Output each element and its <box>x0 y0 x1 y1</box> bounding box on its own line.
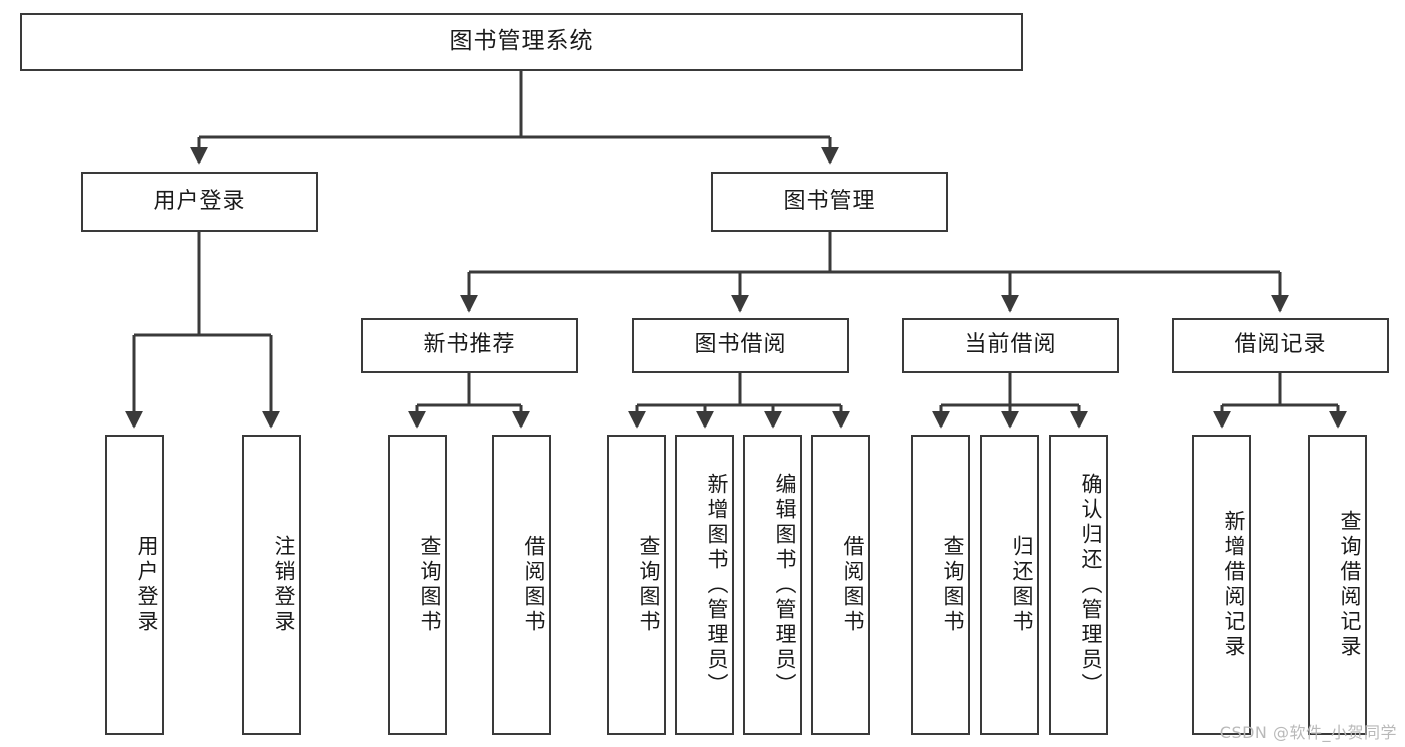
node-book-borrow[interactable]: 图书借阅 <box>632 318 849 373</box>
node-label: 图书借阅 <box>694 332 787 358</box>
node-label: 查询图书 <box>941 535 965 635</box>
leaf-borrow-edit-book[interactable]: 编辑图书（管理员） <box>743 435 802 735</box>
node-user-login[interactable]: 用户登录 <box>81 172 318 232</box>
node-label: 新增图书（管理员） <box>705 472 729 698</box>
node-label: 编辑图书（管理员） <box>773 472 797 698</box>
node-label: 查询借阅记录 <box>1338 510 1362 660</box>
node-label: 注销登录 <box>272 535 296 635</box>
leaf-current-confirm-return[interactable]: 确认归还（管理员） <box>1049 435 1108 735</box>
node-current-borrow[interactable]: 当前借阅 <box>902 318 1119 373</box>
node-label: 查询图书 <box>637 535 661 635</box>
leaf-records-query[interactable]: 查询借阅记录 <box>1308 435 1367 735</box>
node-label: 图书管理 <box>783 188 876 214</box>
leaf-current-return[interactable]: 归还图书 <box>980 435 1039 735</box>
node-label: 查询图书 <box>418 535 442 635</box>
node-label: 归还图书 <box>1010 535 1034 635</box>
node-root-library-system[interactable]: 图书管理系统 <box>20 13 1023 71</box>
node-label: 借阅记录 <box>1234 332 1327 358</box>
node-label: 当前借阅 <box>964 332 1057 358</box>
leaf-borrow-add-book[interactable]: 新增图书（管理员） <box>675 435 734 735</box>
leaf-records-add[interactable]: 新增借阅记录 <box>1192 435 1251 735</box>
node-label: 借阅图书 <box>841 535 865 635</box>
node-label: 借阅图书 <box>522 535 546 635</box>
node-book-management[interactable]: 图书管理 <box>711 172 948 232</box>
leaf-user-login[interactable]: 用户登录 <box>105 435 164 735</box>
leaf-borrow-borrow-book[interactable]: 借阅图书 <box>811 435 870 735</box>
node-new-book-recommend[interactable]: 新书推荐 <box>361 318 578 373</box>
leaf-borrow-query[interactable]: 查询图书 <box>607 435 666 735</box>
node-label: 确认归还（管理员） <box>1079 472 1103 698</box>
watermark-text: CSDN @软件_小贺同学 <box>1219 723 1397 742</box>
node-label: 新书推荐 <box>423 332 516 358</box>
leaf-new-books-borrow[interactable]: 借阅图书 <box>492 435 551 735</box>
node-label: 用户登录 <box>153 188 246 214</box>
node-label: 图书管理系统 <box>449 28 594 55</box>
leaf-current-query[interactable]: 查询图书 <box>911 435 970 735</box>
node-label: 新增借阅记录 <box>1222 510 1246 660</box>
leaf-new-books-query[interactable]: 查询图书 <box>388 435 447 735</box>
node-borrow-records[interactable]: 借阅记录 <box>1172 318 1389 373</box>
node-label: 用户登录 <box>135 535 159 635</box>
leaf-logout[interactable]: 注销登录 <box>242 435 301 735</box>
